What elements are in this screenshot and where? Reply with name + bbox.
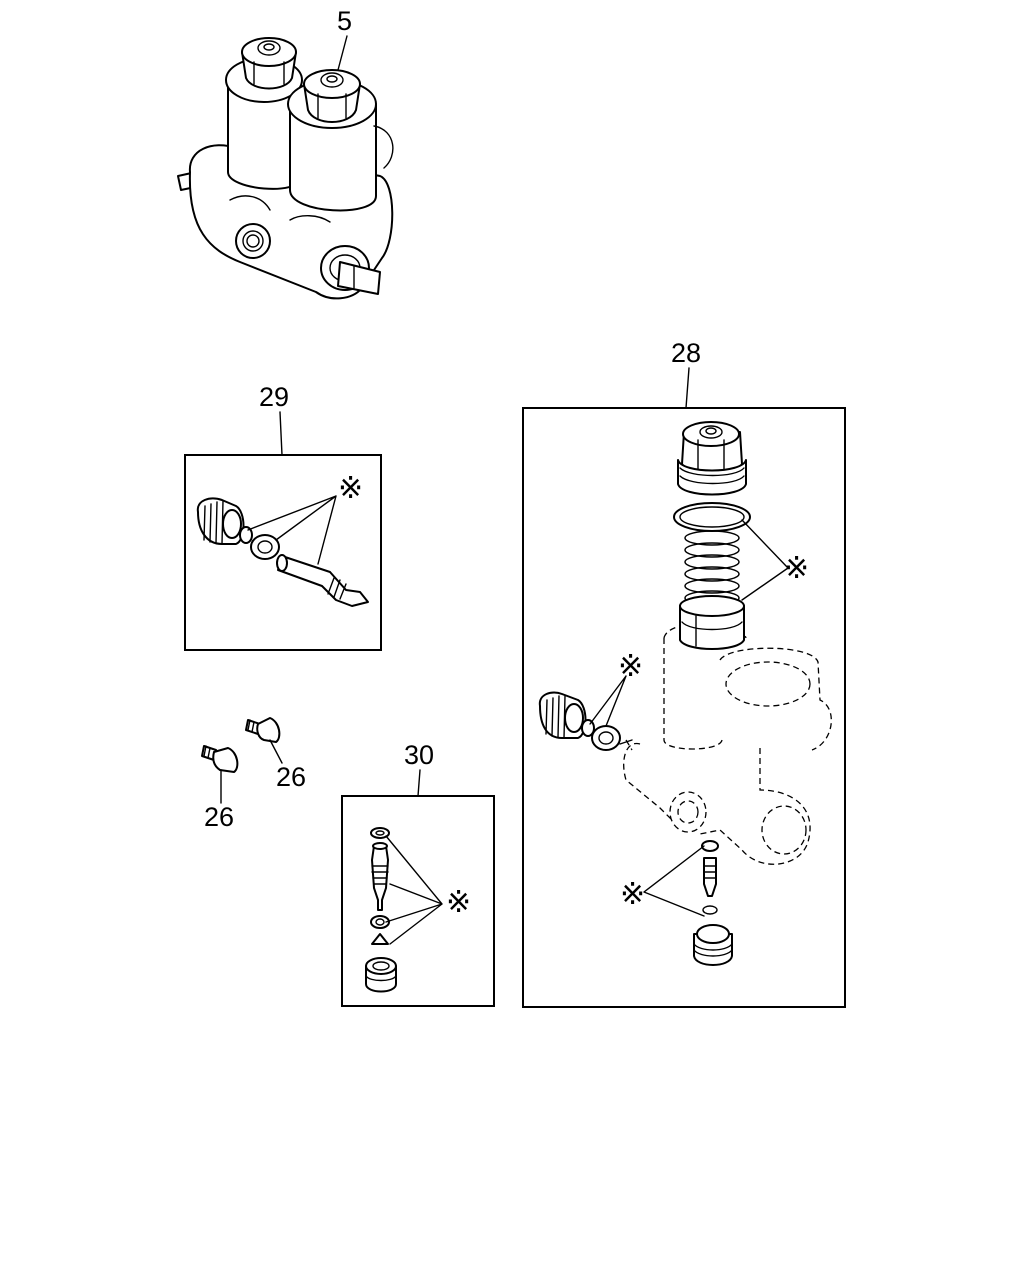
callout-5: 5 [337,6,352,36]
kit-29-box: 29 ※ [184,382,382,651]
kit-30-box: 30 ※ [341,740,495,1007]
valve-stem-30 [371,842,389,911]
valve-stem-28 [701,840,719,915]
plug-29 [196,497,245,545]
bolt-26-upper [245,717,283,764]
piston-28 [679,595,745,650]
cap-nut-28 [677,421,747,496]
kit-marker-29: ※ [338,471,363,506]
washer-28 [591,725,621,751]
bolt-26-lower [201,745,239,804]
callout-29: 29 [259,382,289,412]
washer-30 [370,915,390,929]
callout-26-upper: 26 [276,762,306,792]
o-ring-28 [581,719,595,737]
o-ring-29 [239,526,253,544]
valve-body-outline-28 [623,622,832,865]
kit-marker-28-plug: ※ [618,649,643,684]
kit-marker-28-spring: ※ [784,551,809,586]
spring-28 [684,530,740,606]
callout-30: 30 [404,740,434,770]
pin-29 [276,554,369,607]
callout-28: 28 [671,338,701,368]
kit-marker-30: ※ [446,885,471,920]
large-o-ring-28 [673,502,751,532]
washer-29 [250,534,280,560]
callout-26-lower: 26 [204,802,234,832]
plug-28 [538,691,587,739]
cone-30 [371,933,389,945]
kit-28-box: 28 [522,338,846,1008]
seat-30 [365,957,397,993]
valve-assembly-5 [177,35,394,300]
kit-marker-28-seat: ※ [620,877,645,912]
seat-28 [693,924,733,966]
top-ring-30 [370,827,390,839]
